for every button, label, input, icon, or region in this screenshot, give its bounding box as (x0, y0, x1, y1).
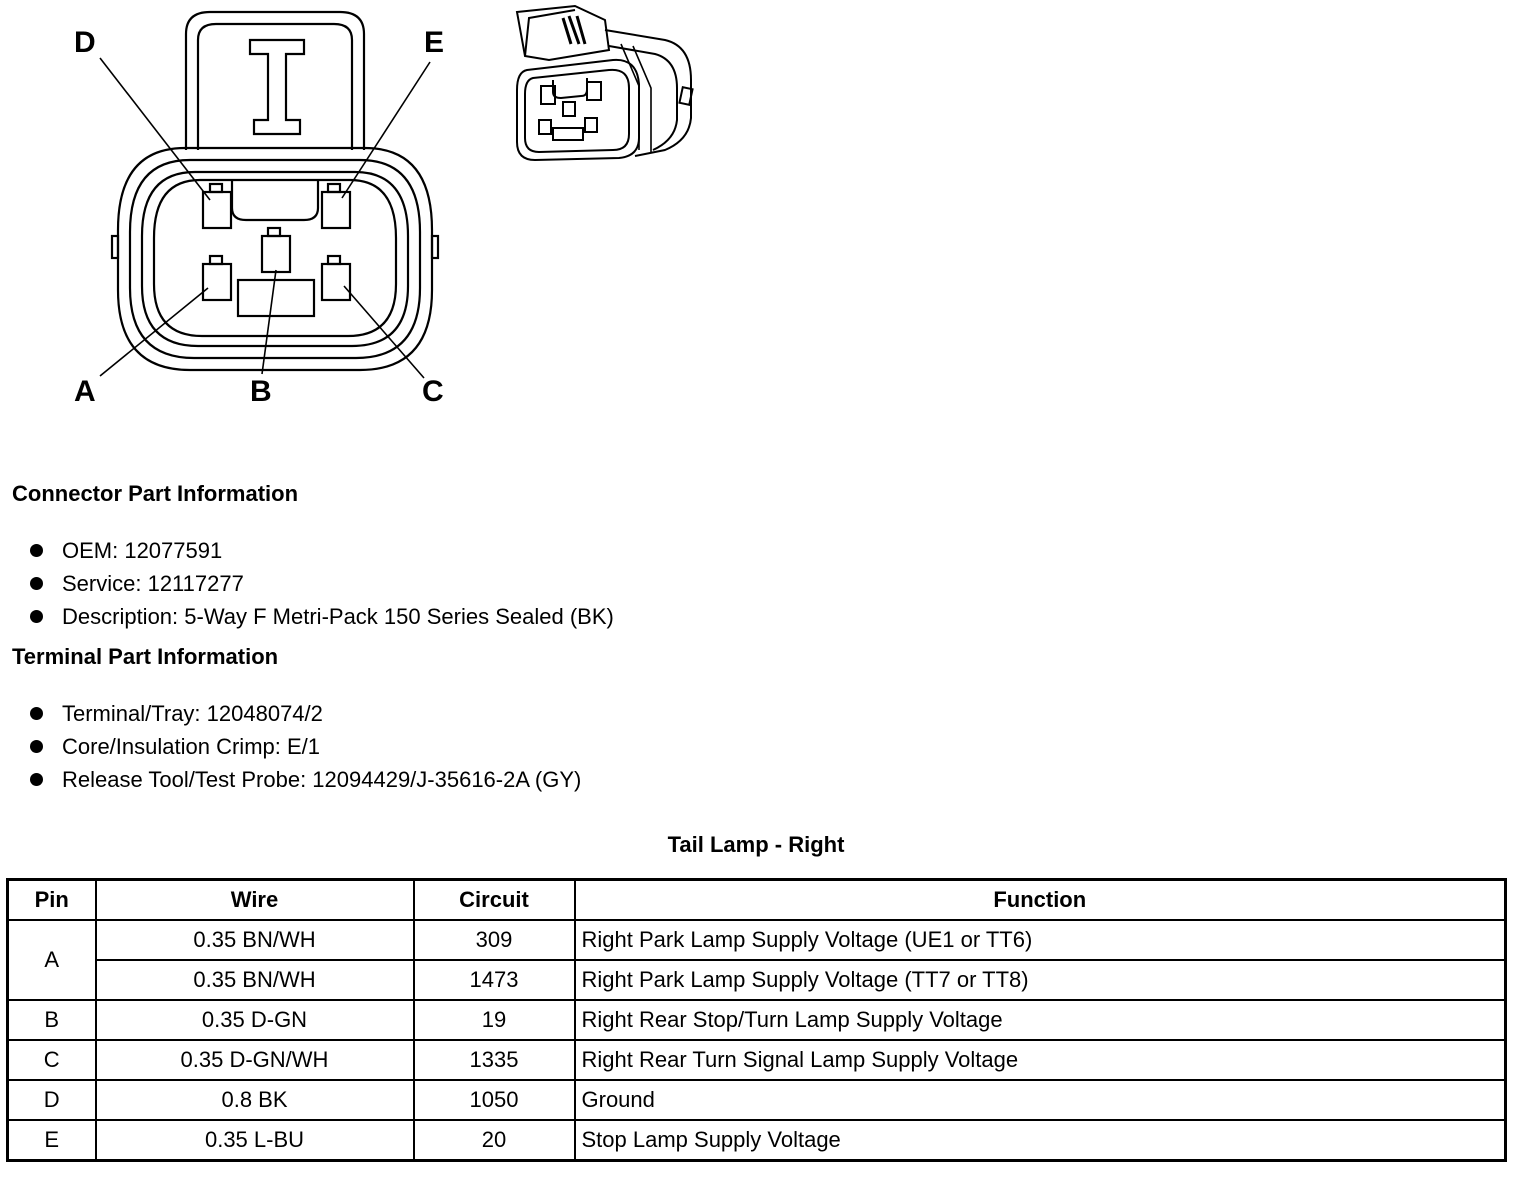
connector-part-info-heading: Connector Part Information (12, 481, 299, 506)
cell-function: Stop Lamp Supply Voltage (573, 1119, 1507, 1162)
iso-face-outer (516, 58, 640, 162)
pin-label-e: E (424, 26, 444, 59)
pinout-table: Pin Wire Circuit Function A 0.35 BN/WH 3… (6, 878, 1507, 1162)
connector-isometric-illustration (515, 4, 694, 162)
list-item: OEM: 12077591 (0, 534, 614, 567)
center-blank (236, 278, 316, 318)
cell-wire: 0.35 BN/WH (94, 959, 415, 1001)
side-tab-right (430, 234, 440, 260)
header-circuit: Circuit (412, 878, 576, 921)
leader-a (99, 287, 209, 377)
cell-circuit: 1050 (412, 1079, 576, 1121)
leader-b (261, 269, 277, 375)
header-pin: Pin (6, 878, 97, 921)
connector-face-inner (152, 178, 398, 338)
side-tab-left (110, 234, 120, 260)
cell-circuit: 1473 (412, 959, 576, 1001)
cell-pin: A (6, 919, 97, 1001)
connector-part-info-list: OEM: 12077591 Service: 12117277 Descript… (0, 534, 614, 633)
table-row: 0.35 BN/WH 1473 Right Park Lamp Supply V… (8, 959, 1507, 1001)
latch-t-bar (248, 38, 306, 136)
leader-e (341, 61, 431, 199)
cell-pin: D (6, 1079, 97, 1121)
cell-wire: 0.35 D-GN (94, 999, 415, 1041)
connector-shell-ring-2 (140, 170, 410, 348)
leader-d (99, 57, 211, 201)
connector-face-diagram: D E A B C (74, 10, 444, 408)
cell-function: Right Rear Turn Signal Lamp Supply Volta… (573, 1039, 1507, 1081)
cell-wire: 0.35 BN/WH (94, 919, 415, 961)
iso-body-side (604, 29, 692, 157)
pin-label-b: B (250, 375, 272, 408)
table-row: C 0.35 D-GN/WH 1335 Right Rear Turn Sign… (6, 1039, 1507, 1081)
leader-c (343, 285, 425, 379)
list-item: Release Tool/Test Probe: 12094429/J-3561… (0, 763, 581, 796)
iso-face-inner (524, 68, 630, 154)
cell-circuit: 1335 (412, 1039, 576, 1081)
pin-label-c: C (422, 375, 444, 408)
header-wire: Wire (94, 878, 415, 921)
cell-function: Ground (573, 1079, 1507, 1121)
list-item: Description: 5-Way F Metri-Pack 150 Seri… (0, 600, 614, 633)
cell-function: Right Park Lamp Supply Voltage (TT7 or T… (573, 959, 1507, 1001)
cell-circuit: 20 (412, 1119, 576, 1162)
cavity-e (320, 182, 352, 230)
cavity-d (201, 182, 233, 230)
list-item: Core/Insulation Crimp: E/1 (0, 730, 581, 763)
pin-label-d: D (74, 26, 96, 59)
terminal-part-info-list: Terminal/Tray: 12048074/2 Core/Insulatio… (0, 697, 581, 796)
table-title: Tail Lamp - Right (667, 832, 845, 857)
cell-circuit: 19 (412, 999, 576, 1041)
cell-wire: 0.8 BK (94, 1079, 415, 1121)
pin-label-a: A (74, 375, 96, 408)
table-header-row: Pin Wire Circuit Function (6, 878, 1507, 921)
connector-latch-inner (196, 22, 354, 150)
cell-wire: 0.35 L-BU (94, 1119, 415, 1162)
header-function: Function (573, 878, 1507, 921)
connector-shell-outer (116, 146, 434, 372)
cell-wire: 0.35 D-GN/WH (94, 1039, 415, 1081)
connector-shell-ring-1 (128, 158, 422, 360)
list-item: Service: 12117277 (0, 567, 614, 600)
cell-pin: B (6, 999, 97, 1041)
table-row: E 0.35 L-BU 20 Stop Lamp Supply Voltage (6, 1119, 1507, 1162)
cavity-c (320, 254, 352, 302)
cell-pin: E (6, 1119, 97, 1162)
keying-slot (230, 180, 320, 222)
cavity-a (201, 254, 233, 302)
terminal-part-info-heading: Terminal Part Information (12, 644, 279, 669)
iso-side-tab (678, 85, 694, 107)
table-row: D 0.8 BK 1050 Ground (6, 1079, 1507, 1121)
cell-function: Right Rear Stop/Turn Lamp Supply Voltage (573, 999, 1507, 1041)
cell-pin: C (6, 1039, 97, 1081)
table-row: A 0.35 BN/WH 309 Right Park Lamp Supply … (6, 919, 1507, 1001)
table-row: B 0.35 D-GN 19 Right Rear Stop/Turn Lamp… (6, 999, 1507, 1041)
connector-latch (184, 10, 366, 150)
list-item: Terminal/Tray: 12048074/2 (0, 697, 581, 730)
iso-latch (515, 4, 611, 62)
cavity-b (260, 226, 292, 274)
cell-function: Right Park Lamp Supply Voltage (UE1 or T… (573, 919, 1507, 961)
cell-circuit: 309 (412, 919, 576, 961)
